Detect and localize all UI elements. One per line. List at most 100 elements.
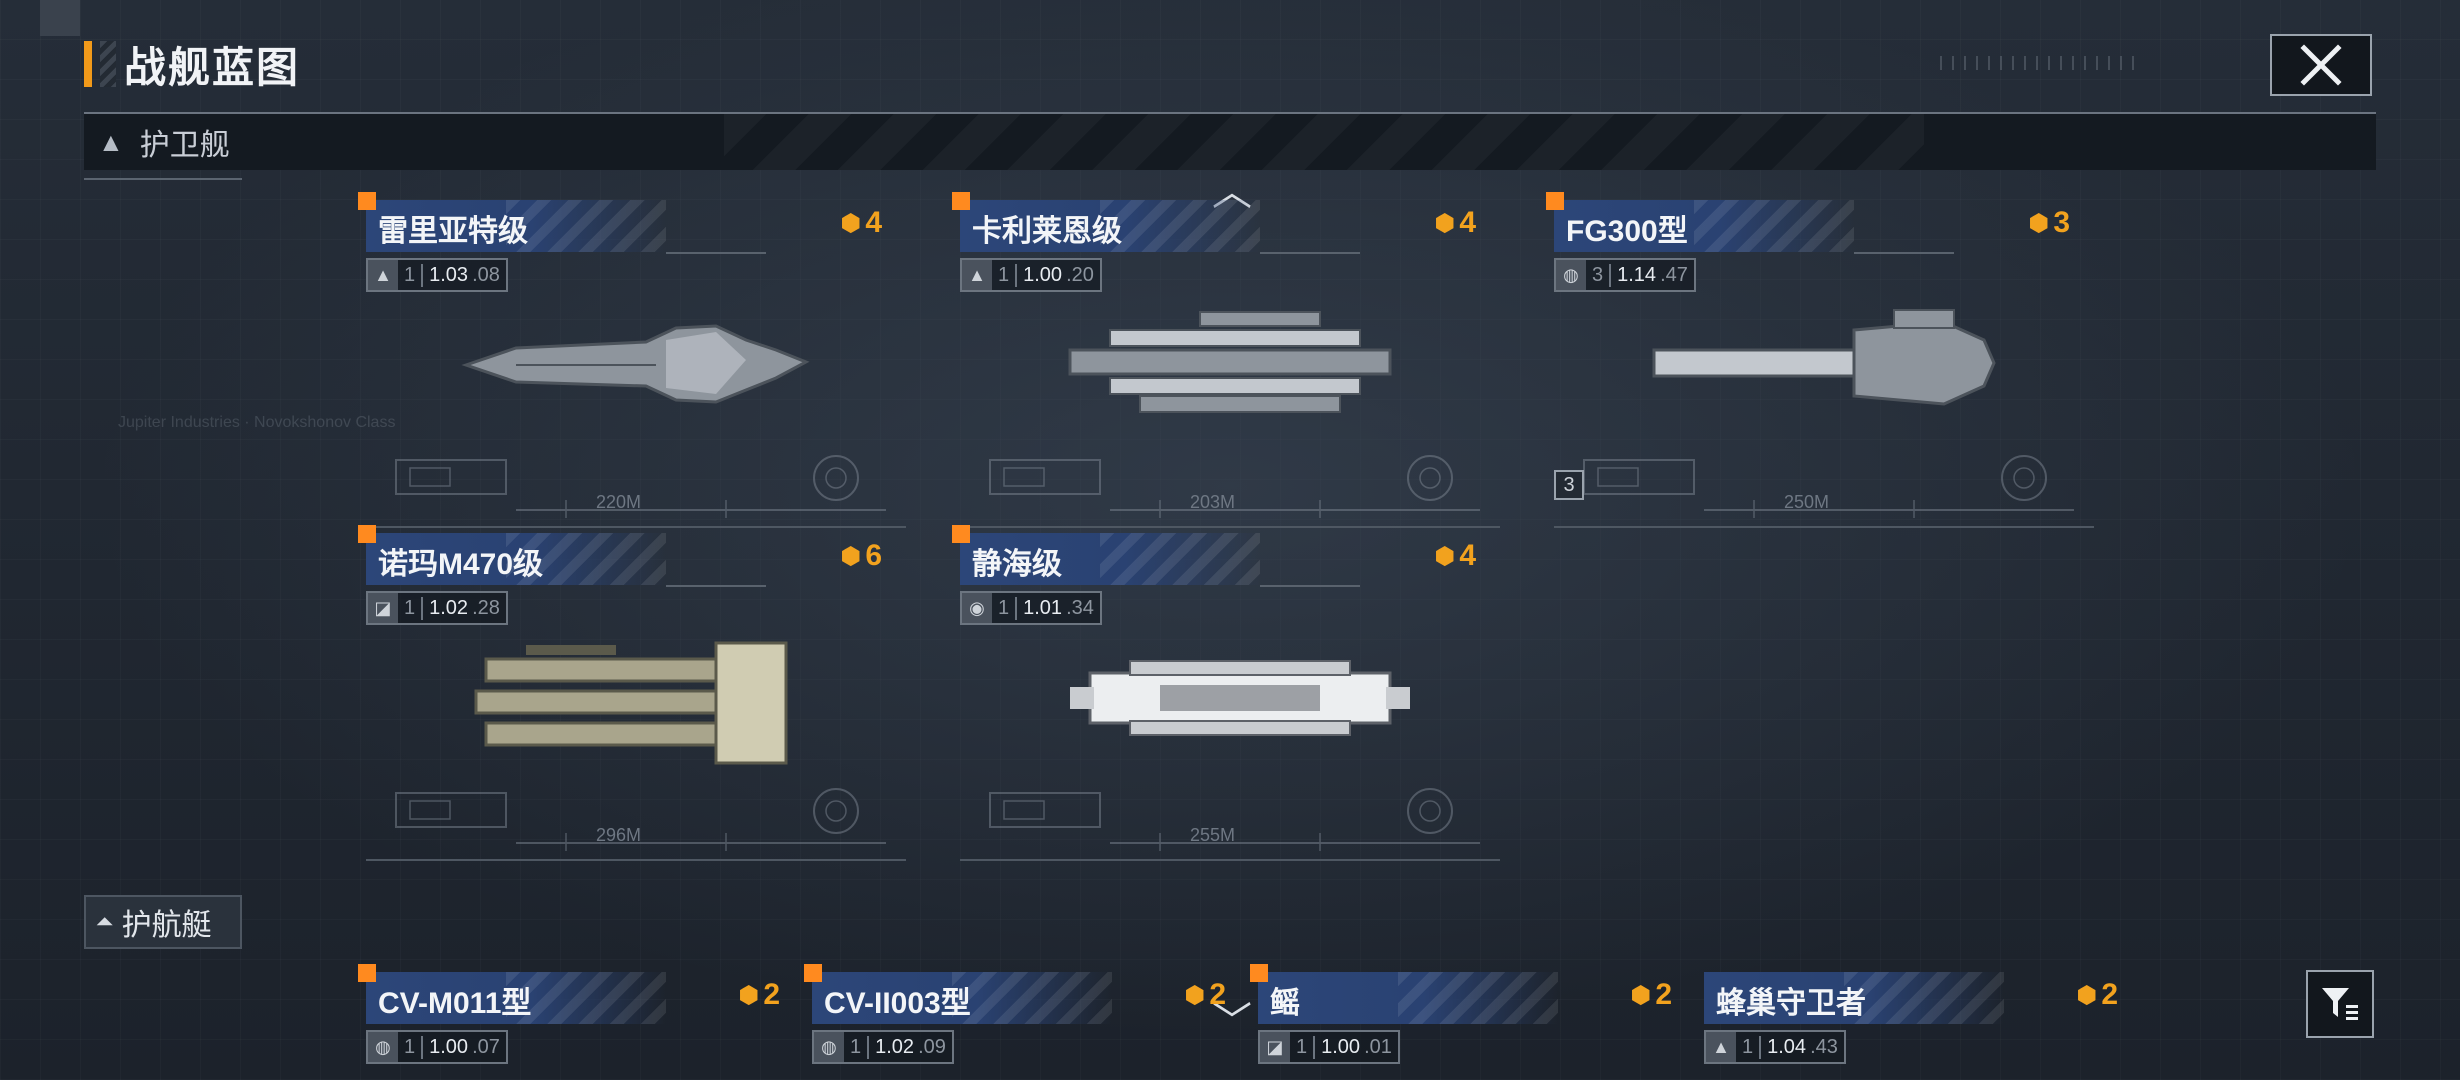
ship-model [1068, 311, 1392, 413]
ship-stats: ▲ 1 1.04 .43 [1704, 1030, 1846, 1064]
ship-cost-value: 4 [1459, 206, 1476, 239]
ship-cost-value: 2 [1655, 978, 1672, 1011]
ship-version-main: 1.00 [429, 1035, 469, 1058]
ship-name-bar [366, 533, 666, 585]
ship-cost-value: 6 [865, 539, 882, 572]
corvette-class-icon: ⏶ [96, 909, 114, 934]
rocket-icon: ▲ [1706, 1032, 1736, 1062]
chevron-down-icon[interactable]: ﹀ [1212, 1000, 1252, 1044]
ship-version-main: 1.02 [875, 1035, 915, 1058]
page-title: 战舰蓝图 [84, 38, 300, 91]
corvette-card[interactable]: 鳐 ⬢ 2 ◪ 1 1.00 .01 [1250, 964, 1798, 1080]
ship-cost-value: 2 [2101, 978, 2118, 1011]
ship-name-bar [812, 972, 1112, 1024]
blueprint-schematic [1583, 455, 2074, 518]
leader-line [666, 585, 766, 587]
new-marker [1546, 192, 1564, 210]
ship-name: 卡利莱恩级 [972, 215, 1122, 248]
ship-length: 296M [596, 825, 642, 845]
ship-version-sub: .47 [1660, 263, 1688, 286]
ship-version-sub: .08 [472, 263, 500, 286]
ship-version-sub: .34 [1066, 596, 1094, 619]
ship-cost: ⬢ 2 [2076, 978, 2118, 1012]
leader-line [666, 252, 766, 254]
card-baseline [1554, 526, 2094, 528]
ship-card[interactable]: 卡利莱恩级 ⬢ 4 ▲ 1 1.00 .20 203M [952, 192, 1500, 530]
globe-icon: ◍ [368, 1032, 398, 1062]
ship-card[interactable]: 静海级 ⬢ 4 ◉ 1 1.01 .34 255M [952, 525, 1500, 863]
header-hatch [724, 114, 1924, 170]
corvette-card[interactable]: CV-II003型 ⬢ 2 ◍ 1 1.02 .09 [804, 964, 1352, 1080]
ship-name: 蜂巢守卫者 [1716, 987, 1866, 1020]
ship-stats: ◪ 1 1.02 .28 [366, 591, 508, 625]
corvette-card[interactable]: 蜂巢守卫者 ⬢ 2 ▲ 1 1.04 .43 [1704, 972, 2244, 1080]
ship-card[interactable]: 雷里亚特级 ⬢ 4 ▲ 1 1.03 .08 220M [358, 192, 906, 530]
ship-length: 203M [1190, 492, 1236, 512]
ship-name-bar [1258, 972, 1558, 1024]
command-point-icon: ⬢ [840, 209, 862, 237]
ship-cost: ⬢ 4 [1434, 539, 1476, 573]
card-baseline [366, 859, 906, 861]
ship-version-sub: .01 [1364, 1035, 1392, 1058]
ship-name: 静海级 [972, 548, 1062, 581]
page-title-text: 战舰蓝图 [124, 43, 301, 91]
leader-line [1260, 585, 1360, 587]
ship-name: CV-II003型 [824, 987, 971, 1020]
ship-cost: ⬢ 2 [738, 978, 780, 1012]
ship-length: 255M [1190, 825, 1236, 845]
ship-stats: ▲ 1 1.03 .08 [366, 258, 508, 292]
card-baseline [366, 526, 906, 528]
section-label-corvette: 护航艇 [121, 909, 212, 942]
section-label-escort: 护卫舰 [139, 129, 230, 162]
title-stripes [100, 41, 116, 87]
ship-version-main: 1.01 [1023, 596, 1063, 619]
command-point-icon: ⬢ [1434, 209, 1456, 237]
collapse-triangle-icon: ▲ [98, 126, 124, 157]
ship-stats: ◉ 1 1.01 .34 [960, 591, 1102, 625]
globe-icon: ◍ [814, 1032, 844, 1062]
blueprint-schematic [989, 455, 1480, 518]
ship-cost-value: 4 [1459, 539, 1476, 572]
ship-version-main: 1.04 [1767, 1035, 1807, 1058]
corvette-card[interactable]: CV-M011型 ⬢ 2 ◍ 1 1.00 .07 [358, 964, 906, 1080]
leader-line [1854, 252, 1954, 254]
command-point-icon: ⬢ [1630, 981, 1652, 1009]
section-header-escort[interactable]: ▲ 护卫舰 [84, 112, 2376, 170]
ship-cost-value: 3 [2053, 206, 2070, 239]
section-header-corvette[interactable]: ⏶ 护航艇 [84, 895, 242, 949]
ship-count: 3 [1586, 263, 1612, 287]
filter-button[interactable] [2306, 970, 2374, 1038]
leader-line [1260, 252, 1360, 254]
new-marker [358, 525, 376, 543]
ship-model [1652, 309, 1996, 406]
ship-count: 1 [398, 263, 424, 287]
ship-count: 1 [844, 1035, 870, 1059]
section-underline [84, 178, 242, 180]
ship-cost: ⬢ 2 [1630, 978, 1672, 1012]
ship-stats: ◍ 3 1.14 .47 [1554, 258, 1696, 292]
corner-decoration [40, 0, 80, 36]
close-button[interactable] [2270, 34, 2372, 96]
blueprint-schematic [989, 788, 1480, 851]
gun-icon: ◪ [368, 593, 398, 623]
command-point-icon: ⬢ [2076, 981, 2098, 1009]
new-marker [804, 964, 822, 982]
ship-card[interactable]: FG300型 ⬢ 3 ◍ 3 1.14 .47 3 250M [1546, 192, 2094, 530]
ship-card[interactable]: 诺玛M470级 ⬢ 6 ◪ 1 1.02 .28 296M [358, 525, 906, 863]
ship-count: 1 [398, 596, 424, 620]
command-point-icon: ⬢ [1184, 981, 1206, 1009]
rocket-icon: ▲ [368, 260, 398, 290]
ship-count: 1 [1736, 1035, 1762, 1059]
new-marker [358, 192, 376, 210]
ship-name-bar [960, 533, 1260, 585]
ship-version-sub: .09 [918, 1035, 946, 1058]
ship-version-sub: .43 [1810, 1035, 1838, 1058]
gun-icon: ◪ [1260, 1032, 1290, 1062]
ship-stats: ◪ 1 1.00 .01 [1258, 1030, 1400, 1064]
ruler-ticks [1940, 56, 2140, 70]
card-baseline [960, 526, 1500, 528]
blueprint-schematic [395, 455, 886, 518]
ship-version-main: 1.02 [429, 596, 469, 619]
ship-model [474, 641, 788, 765]
command-point-icon: ⬢ [1434, 542, 1456, 570]
